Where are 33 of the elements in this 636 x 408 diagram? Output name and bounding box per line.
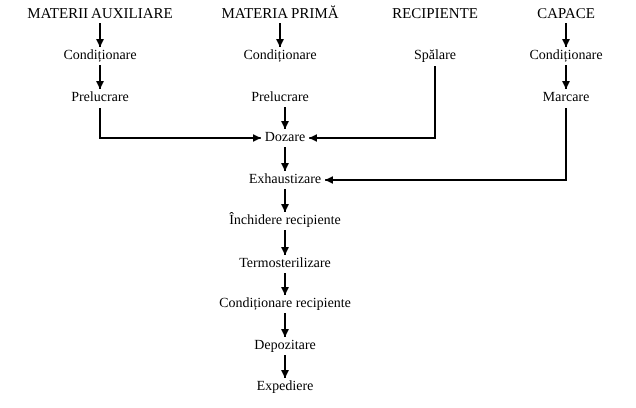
arrow <box>276 23 284 47</box>
arrow <box>309 66 436 142</box>
process-step: Depozitare <box>252 337 318 355</box>
process-step: MATERIA PRIMĂ <box>219 5 341 23</box>
process-step: Expediere <box>254 378 316 396</box>
process-step: Condiționare <box>527 47 605 65</box>
process-step: Dozare <box>262 129 308 147</box>
arrow <box>281 230 289 255</box>
process-step: Închidere recipiente <box>227 212 343 230</box>
process-step: Condiționare recipiente <box>217 295 353 313</box>
process-step: Termosterilizare <box>237 255 333 273</box>
arrow <box>99 108 261 142</box>
process-step: Condiționare <box>61 47 139 65</box>
arrow <box>96 65 104 89</box>
arrow <box>281 355 289 378</box>
arrow <box>562 65 570 89</box>
arrow <box>281 273 289 295</box>
arrow <box>96 23 104 47</box>
process-step: Condiționare <box>241 47 319 65</box>
process-step: Marcare <box>540 89 592 107</box>
arrow <box>281 147 289 171</box>
arrow <box>281 189 289 212</box>
process-step: Prelucrare <box>69 89 131 107</box>
arrow <box>281 107 289 129</box>
arrow <box>325 108 567 184</box>
process-step: CAPACE <box>535 5 597 23</box>
arrow <box>562 23 570 47</box>
process-step: Spălare <box>412 47 458 65</box>
process-step: Exhaustizare <box>246 171 324 189</box>
process-step: MATERII AUXILIARE <box>25 5 175 23</box>
arrow <box>281 313 289 337</box>
process-step: Prelucrare <box>249 89 311 107</box>
process-step: RECIPIENTE <box>390 5 480 23</box>
